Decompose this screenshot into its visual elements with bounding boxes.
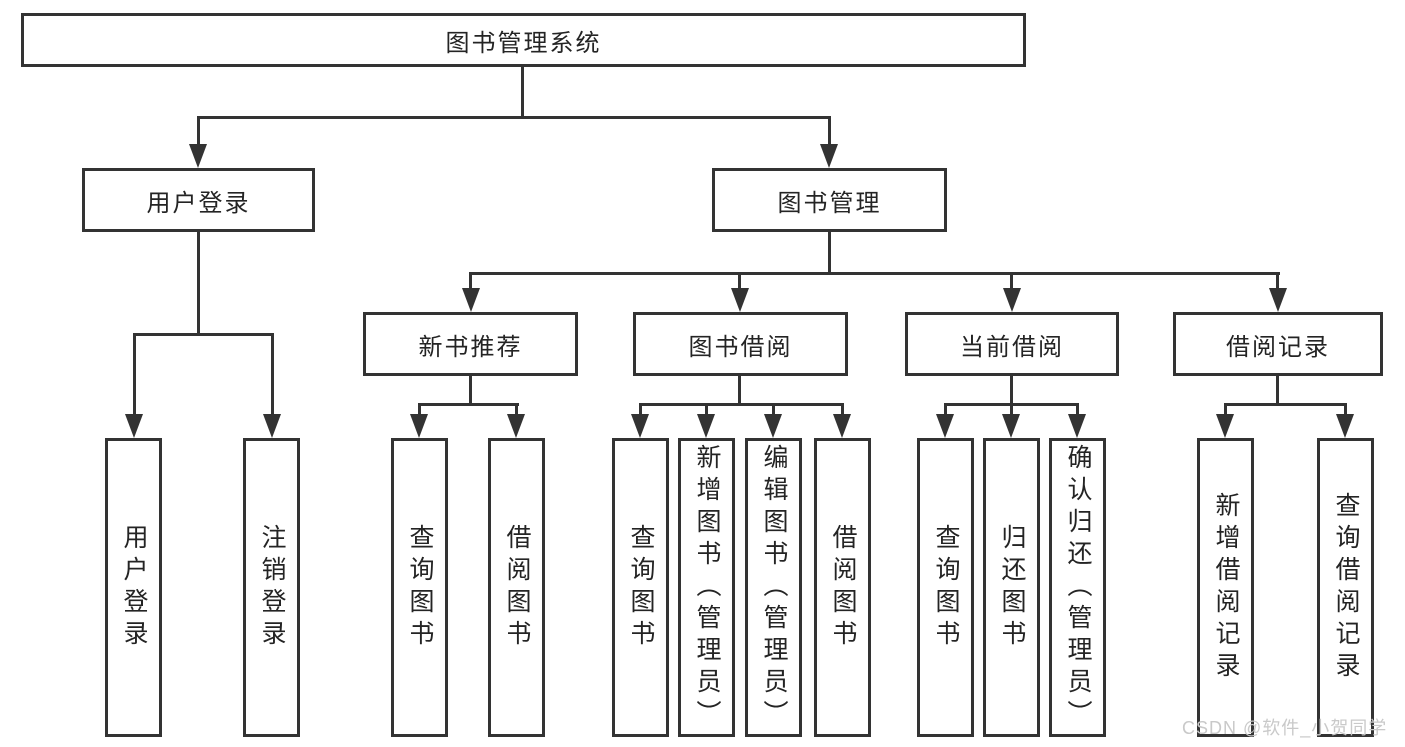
arrow-down-icon	[833, 414, 851, 438]
connector-line	[1010, 403, 1013, 417]
connector-line	[133, 333, 136, 417]
connector-line	[738, 376, 741, 406]
arrow-down-icon	[507, 414, 525, 438]
leaf-add-borrow-record: 新增借阅记录	[1197, 438, 1254, 737]
connector-line	[469, 272, 472, 292]
connector-line	[1276, 376, 1279, 406]
connector-line	[639, 403, 642, 417]
watermark-csdn: CSDN @软件_小贺同学	[1182, 718, 1388, 738]
arrow-down-icon	[1002, 414, 1020, 438]
leaf-borrow-books: 借阅图书	[814, 438, 871, 737]
leaf-logout: 注销登录	[243, 438, 300, 737]
connector-line	[1224, 403, 1227, 417]
connector-line	[515, 403, 518, 417]
leaf-add-book-admin: 新增图书（管理员）	[678, 438, 735, 737]
node-user-login: 用户登录	[82, 168, 315, 232]
connector-line	[197, 232, 200, 336]
arrow-down-icon	[189, 144, 207, 168]
connector-line	[418, 403, 519, 406]
connector-line	[133, 333, 274, 336]
node-new-book-recommendation: 新书推荐	[363, 312, 578, 376]
connector-line	[1224, 403, 1347, 406]
arrow-down-icon	[631, 414, 649, 438]
leaf-query-books-recommend: 查询图书	[391, 438, 448, 737]
arrow-down-icon	[820, 144, 838, 168]
node-library-management-system: 图书管理系统	[21, 13, 1026, 67]
connector-line	[469, 376, 472, 406]
leaf-confirm-return-admin: 确认归还（管理员）	[1049, 438, 1106, 737]
connector-line	[1010, 272, 1013, 292]
connector-line	[639, 403, 844, 406]
leaf-borrow-books-recommend: 借阅图书	[488, 438, 545, 737]
connector-line	[418, 403, 421, 417]
node-borrowing-records: 借阅记录	[1173, 312, 1383, 376]
arrow-down-icon	[1336, 414, 1354, 438]
arrow-down-icon	[1216, 414, 1234, 438]
node-book-management: 图书管理	[712, 168, 947, 232]
arrow-down-icon	[125, 414, 143, 438]
arrow-down-icon	[1003, 288, 1021, 312]
node-book-borrowing: 图书借阅	[633, 312, 848, 376]
connector-line	[738, 272, 741, 292]
arrow-down-icon	[410, 414, 428, 438]
connector-line	[521, 67, 524, 119]
connector-line	[197, 116, 831, 119]
leaf-query-borrow-record: 查询借阅记录	[1317, 438, 1374, 737]
arrow-down-icon	[1269, 288, 1287, 312]
connector-line	[841, 403, 844, 417]
arrow-down-icon	[462, 288, 480, 312]
leaf-return-books: 归还图书	[983, 438, 1040, 737]
arrow-down-icon	[764, 414, 782, 438]
connector-line	[1344, 403, 1347, 417]
connector-line	[828, 232, 831, 275]
connector-line	[1076, 403, 1079, 417]
connector-line	[271, 333, 274, 417]
leaf-query-books-current: 查询图书	[917, 438, 974, 737]
arrow-down-icon	[1068, 414, 1086, 438]
arrow-down-icon	[697, 414, 715, 438]
connector-line	[470, 272, 1280, 275]
connector-line	[1010, 376, 1013, 406]
leaf-user-login: 用户登录	[105, 438, 162, 737]
connector-line	[197, 116, 200, 147]
leaf-edit-book-admin: 编辑图书（管理员）	[745, 438, 802, 737]
leaf-query-books-borrowing: 查询图书	[612, 438, 669, 737]
arrow-down-icon	[731, 288, 749, 312]
connector-line	[705, 403, 708, 417]
arrow-down-icon	[936, 414, 954, 438]
node-current-borrowing: 当前借阅	[905, 312, 1119, 376]
arrow-down-icon	[263, 414, 281, 438]
connector-line	[828, 116, 831, 147]
connector-line	[944, 403, 947, 417]
connector-line	[772, 403, 775, 417]
connector-line	[1276, 272, 1279, 292]
